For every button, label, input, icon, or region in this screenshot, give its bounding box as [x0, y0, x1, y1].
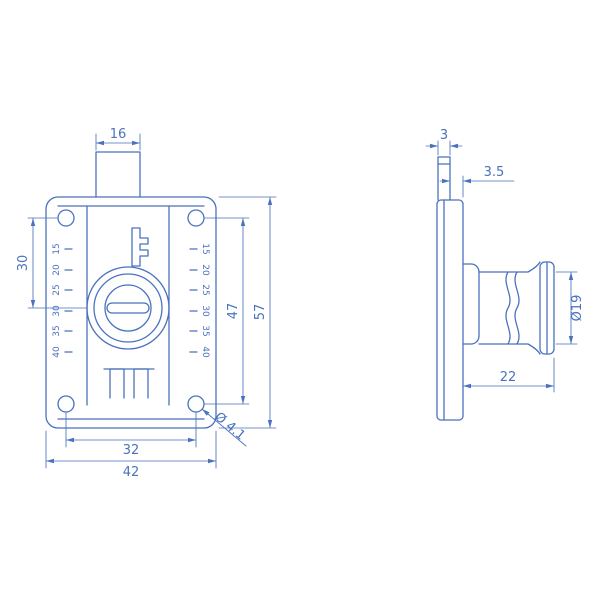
side-plate: [436, 199, 464, 421]
scale-ticks-left: [64, 248, 73, 353]
screw-hole-top-left: [57, 209, 75, 227]
mounting-tab: [95, 151, 141, 198]
dim-width: 42: [123, 465, 140, 480]
cylinder-outer: [86, 266, 170, 350]
dim-hole-dia: Ø 4.1: [211, 410, 247, 444]
scale-left-mark: 15: [52, 243, 62, 254]
dim-height: 57: [253, 304, 268, 321]
dim-stem-offset: 3.5: [484, 165, 505, 180]
scale-ticks-right: [189, 248, 198, 353]
cylinder-ring: [93, 273, 163, 343]
scale-right-mark: 20: [200, 264, 210, 276]
bezel-flare-bottom: [527, 343, 541, 355]
dim-cylinder-dia: Ø19: [570, 295, 585, 322]
scale-left-mark: 20: [52, 264, 62, 276]
scale-right-mark: 25: [200, 284, 210, 295]
prong-right: [133, 368, 149, 399]
front-view: [45, 151, 217, 429]
cam-detail: [131, 227, 149, 267]
bezel-flare-top: [527, 261, 541, 273]
side-stem: [437, 156, 451, 201]
scale-right-mark: 30: [200, 305, 210, 317]
dimension-lines: [27, 133, 578, 469]
screw-hole-top-right: [187, 209, 205, 227]
screw-hole-bottom-left: [57, 395, 75, 413]
dim-hole-spacing-h: 32: [123, 443, 140, 458]
wave-washer-1: [505, 271, 511, 345]
dim-stem-width: 3: [440, 128, 448, 143]
drawing-lines: [27, 133, 578, 469]
scale-right-mark: 15: [200, 243, 210, 254]
dim-depth: 22: [500, 370, 517, 385]
dim-top-to-center: 30: [16, 255, 31, 272]
scale-left-mark: 40: [52, 346, 62, 358]
scale-left-mark: 30: [52, 305, 62, 317]
dim-tab-width: 16: [110, 127, 127, 142]
cylinder-face: [104, 284, 152, 332]
side-view: [436, 156, 555, 421]
scale-left-mark: 25: [52, 284, 62, 295]
dimension-labels: 16 30 47 57 32 42 Ø 4.1 3 3.5 Ø19 22 15 …: [16, 127, 585, 480]
lock-body: [45, 196, 217, 429]
screw-hole-bottom-right: [187, 395, 205, 413]
scale-left-mark: 35: [52, 325, 62, 336]
cylinder-collar: [462, 263, 480, 345]
prong-left: [109, 368, 125, 399]
dimension-arrows: [30, 140, 574, 464]
scale-right-mark: 35: [200, 325, 210, 336]
dim-hole-spacing-v: 47: [226, 303, 241, 320]
keyway-slot: [106, 302, 150, 314]
wave-washer-2: [514, 271, 520, 345]
scale-right-mark: 40: [200, 346, 210, 358]
